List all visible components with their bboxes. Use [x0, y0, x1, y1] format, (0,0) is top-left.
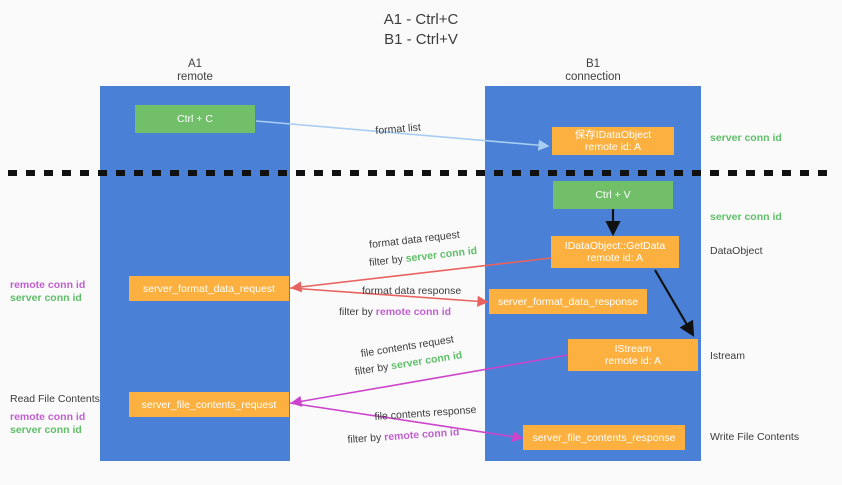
box-server-file-contents-response[interactable]: server_file_contents_response	[523, 425, 685, 450]
box-istream[interactable]: IStream remote id: A	[568, 339, 698, 371]
box-save-dataobject-line1: 保存IDataObject	[574, 129, 652, 141]
box-ctrl-v[interactable]: Ctrl + V	[553, 181, 673, 209]
edge-label-format-data-response-filter: filter by remote conn id	[339, 306, 451, 319]
box-istream-line2: remote id: A	[604, 355, 662, 367]
left-label-server-conn-id-2: server conn id	[10, 424, 82, 436]
left-label-remote-conn-id-2: remote conn id	[10, 411, 86, 423]
filter-key-remote-conn-id: remote conn id	[375, 306, 452, 318]
box-format-response-label: server_format_data_response	[497, 295, 639, 308]
edge-label-format-data-response-text: format data response	[362, 285, 462, 297]
column-a1-name: A1	[187, 58, 203, 70]
box-save-dataobject-line2: remote id: A	[584, 141, 642, 153]
right-label-server-conn-id-mid: server conn id	[710, 211, 782, 224]
left-label-conn-ids-2: remote conn id server conn id	[10, 411, 85, 437]
left-label-conn-ids-1: remote conn id server conn id	[10, 279, 85, 305]
edge-label-format-list: format list	[375, 121, 421, 138]
right-label-write-file-contents-text: Write File Contents	[710, 431, 800, 443]
page-title: A1 - Ctrl+C B1 - Ctrl+V	[0, 10, 842, 50]
edge-label-file-contents-response-text: file contents response	[374, 403, 477, 424]
filter-prefix: filter by	[347, 431, 385, 447]
left-label-read-file-contents: Read File Contents	[10, 393, 100, 406]
left-label-read-file-contents-text: Read File Contents	[10, 393, 100, 405]
right-label-write-file-contents: Write File Contents	[710, 431, 799, 444]
box-idataobject-getdata[interactable]: IDataObject::GetData remote id: A	[551, 236, 679, 268]
column-b1-sub: connection	[565, 71, 621, 83]
filter-prefix: filter by	[339, 306, 376, 318]
box-server-format-data-request[interactable]: server_format_data_request	[129, 276, 289, 301]
right-label-dataobject: DataObject	[710, 245, 763, 258]
column-header-b1: B1 connection	[485, 58, 701, 84]
edge-label-format-list-text: format list	[374, 121, 422, 138]
box-server-file-contents-request[interactable]: server_file_contents_request	[129, 392, 289, 417]
right-label-istream: Istream	[710, 350, 745, 363]
edge-label-format-data-response: format data response	[362, 285, 461, 298]
right-label-server-conn-id-mid-text: server conn id	[710, 211, 782, 223]
right-label-istream-text: Istream	[710, 350, 746, 362]
column-a1-sub: remote	[177, 71, 213, 83]
right-label-server-conn-id-top-text: server conn id	[710, 132, 782, 144]
edge-label-file-contents-response-filter: filter by remote conn id	[347, 426, 460, 447]
box-getdata-line2: remote id: A	[586, 252, 644, 264]
box-save-dataobject[interactable]: 保存IDataObject remote id: A	[552, 127, 674, 155]
box-ctrl-v-label: Ctrl + V	[595, 189, 631, 201]
box-getdata-line1: IDataObject::GetData	[564, 240, 666, 252]
box-file-request-label: server_file_contents_request	[141, 398, 277, 411]
left-label-remote-conn-id-1: remote conn id	[10, 279, 86, 291]
filter-key-remote-conn-id: remote conn id	[383, 426, 460, 444]
box-server-format-data-response[interactable]: server_format_data_response	[489, 289, 647, 314]
filter-key-server-conn-id: server conn id	[405, 244, 478, 265]
right-label-server-conn-id-top: server conn id	[710, 132, 782, 145]
right-label-dataobject-text: DataObject	[710, 245, 763, 257]
box-ctrl-c[interactable]: Ctrl + C	[135, 105, 255, 133]
filter-prefix: filter by	[368, 252, 407, 270]
title-line-2: B1 - Ctrl+V	[384, 31, 458, 48]
box-format-request-label: server_format_data_request	[143, 282, 275, 295]
column-header-a1: A1 remote	[100, 58, 290, 84]
filter-prefix: filter by	[353, 360, 393, 379]
title-line-1: A1 - Ctrl+C	[383, 11, 459, 28]
box-ctrl-c-label: Ctrl + C	[177, 113, 213, 125]
box-istream-line1: IStream	[614, 343, 652, 355]
left-label-server-conn-id-1: server conn id	[10, 292, 82, 304]
column-b1-name: B1	[585, 58, 601, 70]
edge-label-file-contents-response: file contents response	[374, 404, 477, 424]
box-file-response-label: server_file_contents_response	[532, 431, 676, 444]
